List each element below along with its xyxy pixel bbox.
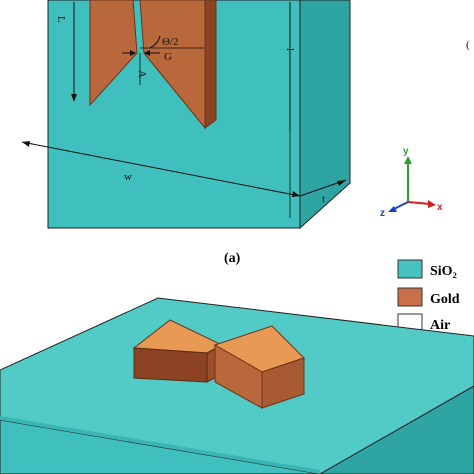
panel-a: L l G Θ/2 A w t y bbox=[21, 0, 470, 266]
axis-x-label: x bbox=[437, 202, 443, 213]
gap-arrowhead-right bbox=[144, 50, 150, 56]
legend-label-gold: Gold bbox=[430, 292, 460, 307]
panel-b bbox=[0, 297, 474, 474]
bowtie-right-edge-a bbox=[204, 0, 217, 129]
substrate-front-bevel-b bbox=[0, 416, 320, 474]
half-angle-arc bbox=[149, 35, 161, 49]
axis-z-arrow bbox=[388, 206, 397, 212]
legend-swatch-gold bbox=[397, 287, 423, 307]
gap-arrowhead-left bbox=[130, 50, 136, 56]
substrate-right-face-b bbox=[318, 385, 474, 474]
dim-arrow-w-left bbox=[22, 141, 30, 147]
coordinate-axes: y x z bbox=[380, 146, 443, 219]
dim-arrow-t bbox=[337, 180, 346, 186]
axis-y-arrow bbox=[404, 156, 412, 164]
legend-swatch-sio2 bbox=[397, 259, 423, 279]
half-angle-label: Θ/2 bbox=[162, 36, 179, 48]
dim-arrow-w-right bbox=[292, 191, 300, 197]
caption-a: (a) bbox=[224, 251, 241, 266]
gold-left-front bbox=[133, 347, 208, 383]
axis-z-label: z bbox=[380, 208, 385, 219]
dim-label-L: L bbox=[55, 16, 67, 23]
dim-label-l: l bbox=[284, 48, 296, 51]
dim-label-w: w bbox=[124, 171, 132, 183]
dim-arrow-L bbox=[71, 94, 77, 102]
dim-label-t: t bbox=[322, 193, 325, 205]
axis-y-label: y bbox=[403, 146, 409, 157]
legend-label-air: Air bbox=[430, 318, 450, 333]
legend-label-sio2: SiO₂ bbox=[430, 264, 457, 279]
axis-x-arrow bbox=[428, 200, 436, 208]
gold-right-side bbox=[261, 357, 305, 409]
bowtie-left-wing-a bbox=[89, 0, 138, 107]
dim-line-w bbox=[21, 141, 301, 197]
gap-label: G bbox=[164, 51, 172, 63]
axis-x-line bbox=[407, 201, 431, 205]
legend: SiO₂ Gold Air bbox=[397, 259, 460, 333]
apex-label: A bbox=[136, 70, 148, 78]
edge-mark: ( bbox=[466, 39, 470, 51]
